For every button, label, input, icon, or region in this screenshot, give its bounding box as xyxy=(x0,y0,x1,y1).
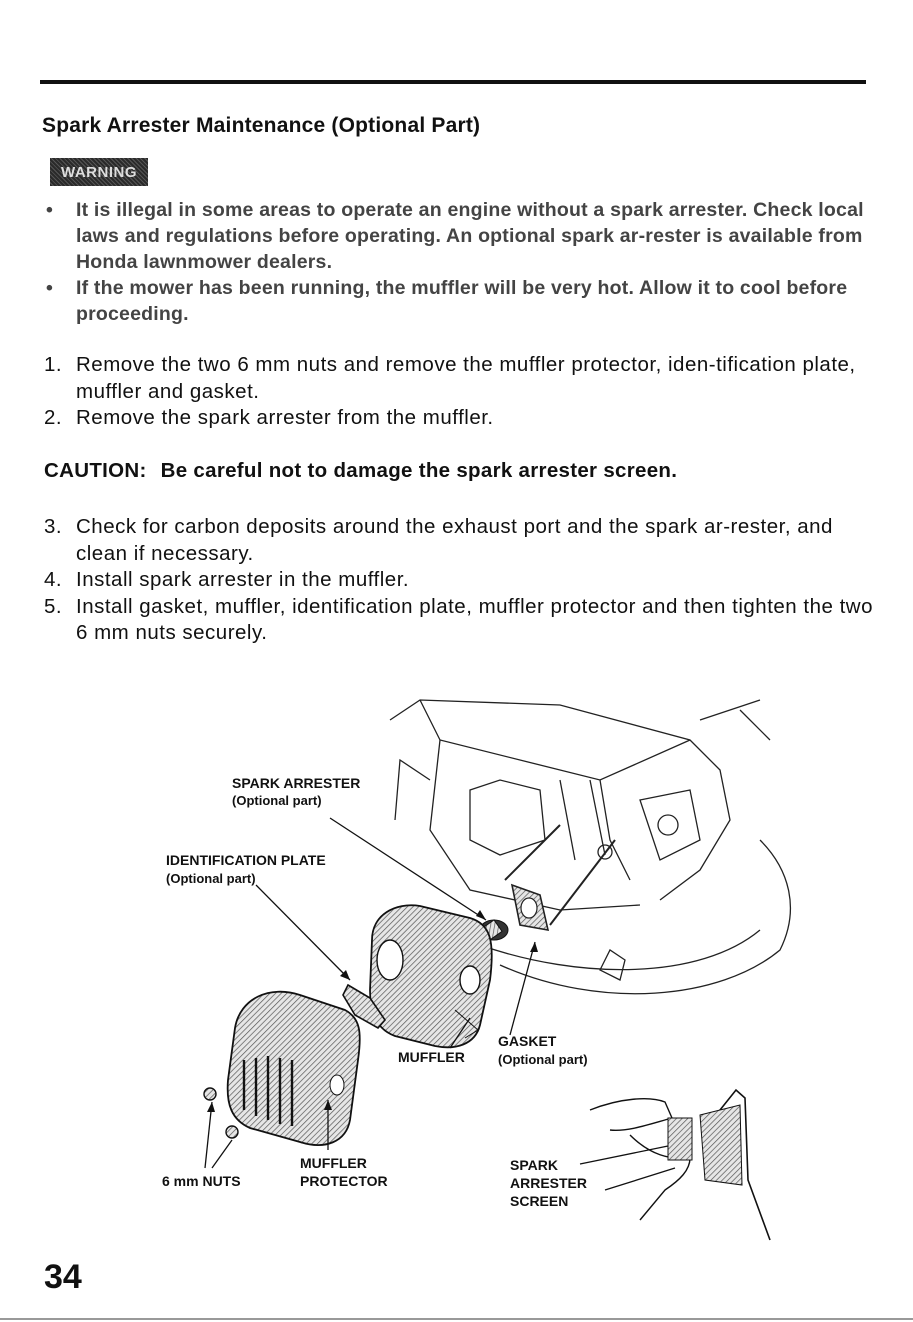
label-muffler: MUFFLER xyxy=(398,1049,465,1065)
cleaning-brush-shape xyxy=(589,1088,771,1241)
step-text: Remove the two 6 mm nuts and remove the … xyxy=(76,353,856,403)
step-number: 1. xyxy=(44,353,63,376)
step-text: Check for carbon deposits around the exh… xyxy=(76,515,833,565)
label-nuts: 6 mm NUTS xyxy=(162,1173,241,1189)
label-spark-arrester-sub: (Optional part) xyxy=(232,793,322,808)
leader-arrowheads xyxy=(207,910,538,1112)
label-spark-arrester: SPARK ARRESTER xyxy=(232,775,360,791)
section-title: Spark Arrester Maintenance (Optional Par… xyxy=(42,114,481,137)
step-item: 5. Install gasket, muffler, identificati… xyxy=(44,594,874,647)
page-number: 34 xyxy=(44,1258,82,1296)
muffler-shape xyxy=(369,904,493,1049)
leader-lines xyxy=(204,817,676,1191)
label-identification-plate-sub: (Optional part) xyxy=(166,871,256,886)
engine-outline xyxy=(389,699,792,995)
gasket-shape xyxy=(510,883,550,932)
step-number: 2. xyxy=(44,406,63,429)
step-text: Install spark arrester in the muffler. xyxy=(76,568,410,591)
label-muffler-protector-line2: PROTECTOR xyxy=(300,1173,388,1189)
warning-item: If the mower has been running, the muffl… xyxy=(46,275,876,327)
label-screen-line3: SCREEN xyxy=(510,1193,568,1209)
id-plate-shape xyxy=(342,983,387,1030)
label-gasket: GASKET xyxy=(498,1033,557,1049)
step-item: 4. Install spark arrester in the muffler… xyxy=(44,567,874,594)
step-item: 2. Remove the spark arrester from the mu… xyxy=(44,405,874,432)
step-number: 3. xyxy=(44,515,63,538)
step-text: Install gasket, muffler, identification … xyxy=(76,594,873,645)
muffler-protector-shape xyxy=(226,990,361,1146)
step-item: 3. Check for carbon deposits around the … xyxy=(44,514,874,567)
label-screen-line2: ARRESTER xyxy=(510,1175,587,1191)
steps-list-first: 1. Remove the two 6 mm nuts and remove t… xyxy=(44,352,874,432)
top-rule xyxy=(40,80,866,84)
step-text: Remove the spark arrester from the muffl… xyxy=(76,406,494,429)
label-muffler-protector-line1: MUFFLER xyxy=(300,1155,367,1171)
step-number: 4. xyxy=(44,568,63,591)
warning-badge: WARNING xyxy=(50,158,148,186)
nuts-shape xyxy=(203,1087,239,1139)
bottom-rule xyxy=(0,1318,913,1320)
warning-item: It is illegal in some areas to operate a… xyxy=(46,197,876,275)
step-item: 1. Remove the two 6 mm nuts and remove t… xyxy=(44,352,874,405)
caution-note: CAUTION: Be careful not to damage the spa… xyxy=(44,459,677,483)
warning-list: It is illegal in some areas to operate a… xyxy=(46,197,876,327)
exploded-diagram: SPARK ARRESTER (Optional part) IDENTIFIC… xyxy=(162,699,792,1241)
label-gasket-sub: (Optional part) xyxy=(498,1052,588,1067)
label-identification-plate: IDENTIFICATION PLATE xyxy=(166,852,326,868)
caution-text: Be careful not to damage the spark arres… xyxy=(160,459,678,482)
label-screen-line1: SPARK xyxy=(510,1157,558,1173)
steps-list-second: 3. Check for carbon deposits around the … xyxy=(44,514,874,647)
caution-label: CAUTION: xyxy=(44,459,147,482)
step-number: 5. xyxy=(44,594,63,618)
